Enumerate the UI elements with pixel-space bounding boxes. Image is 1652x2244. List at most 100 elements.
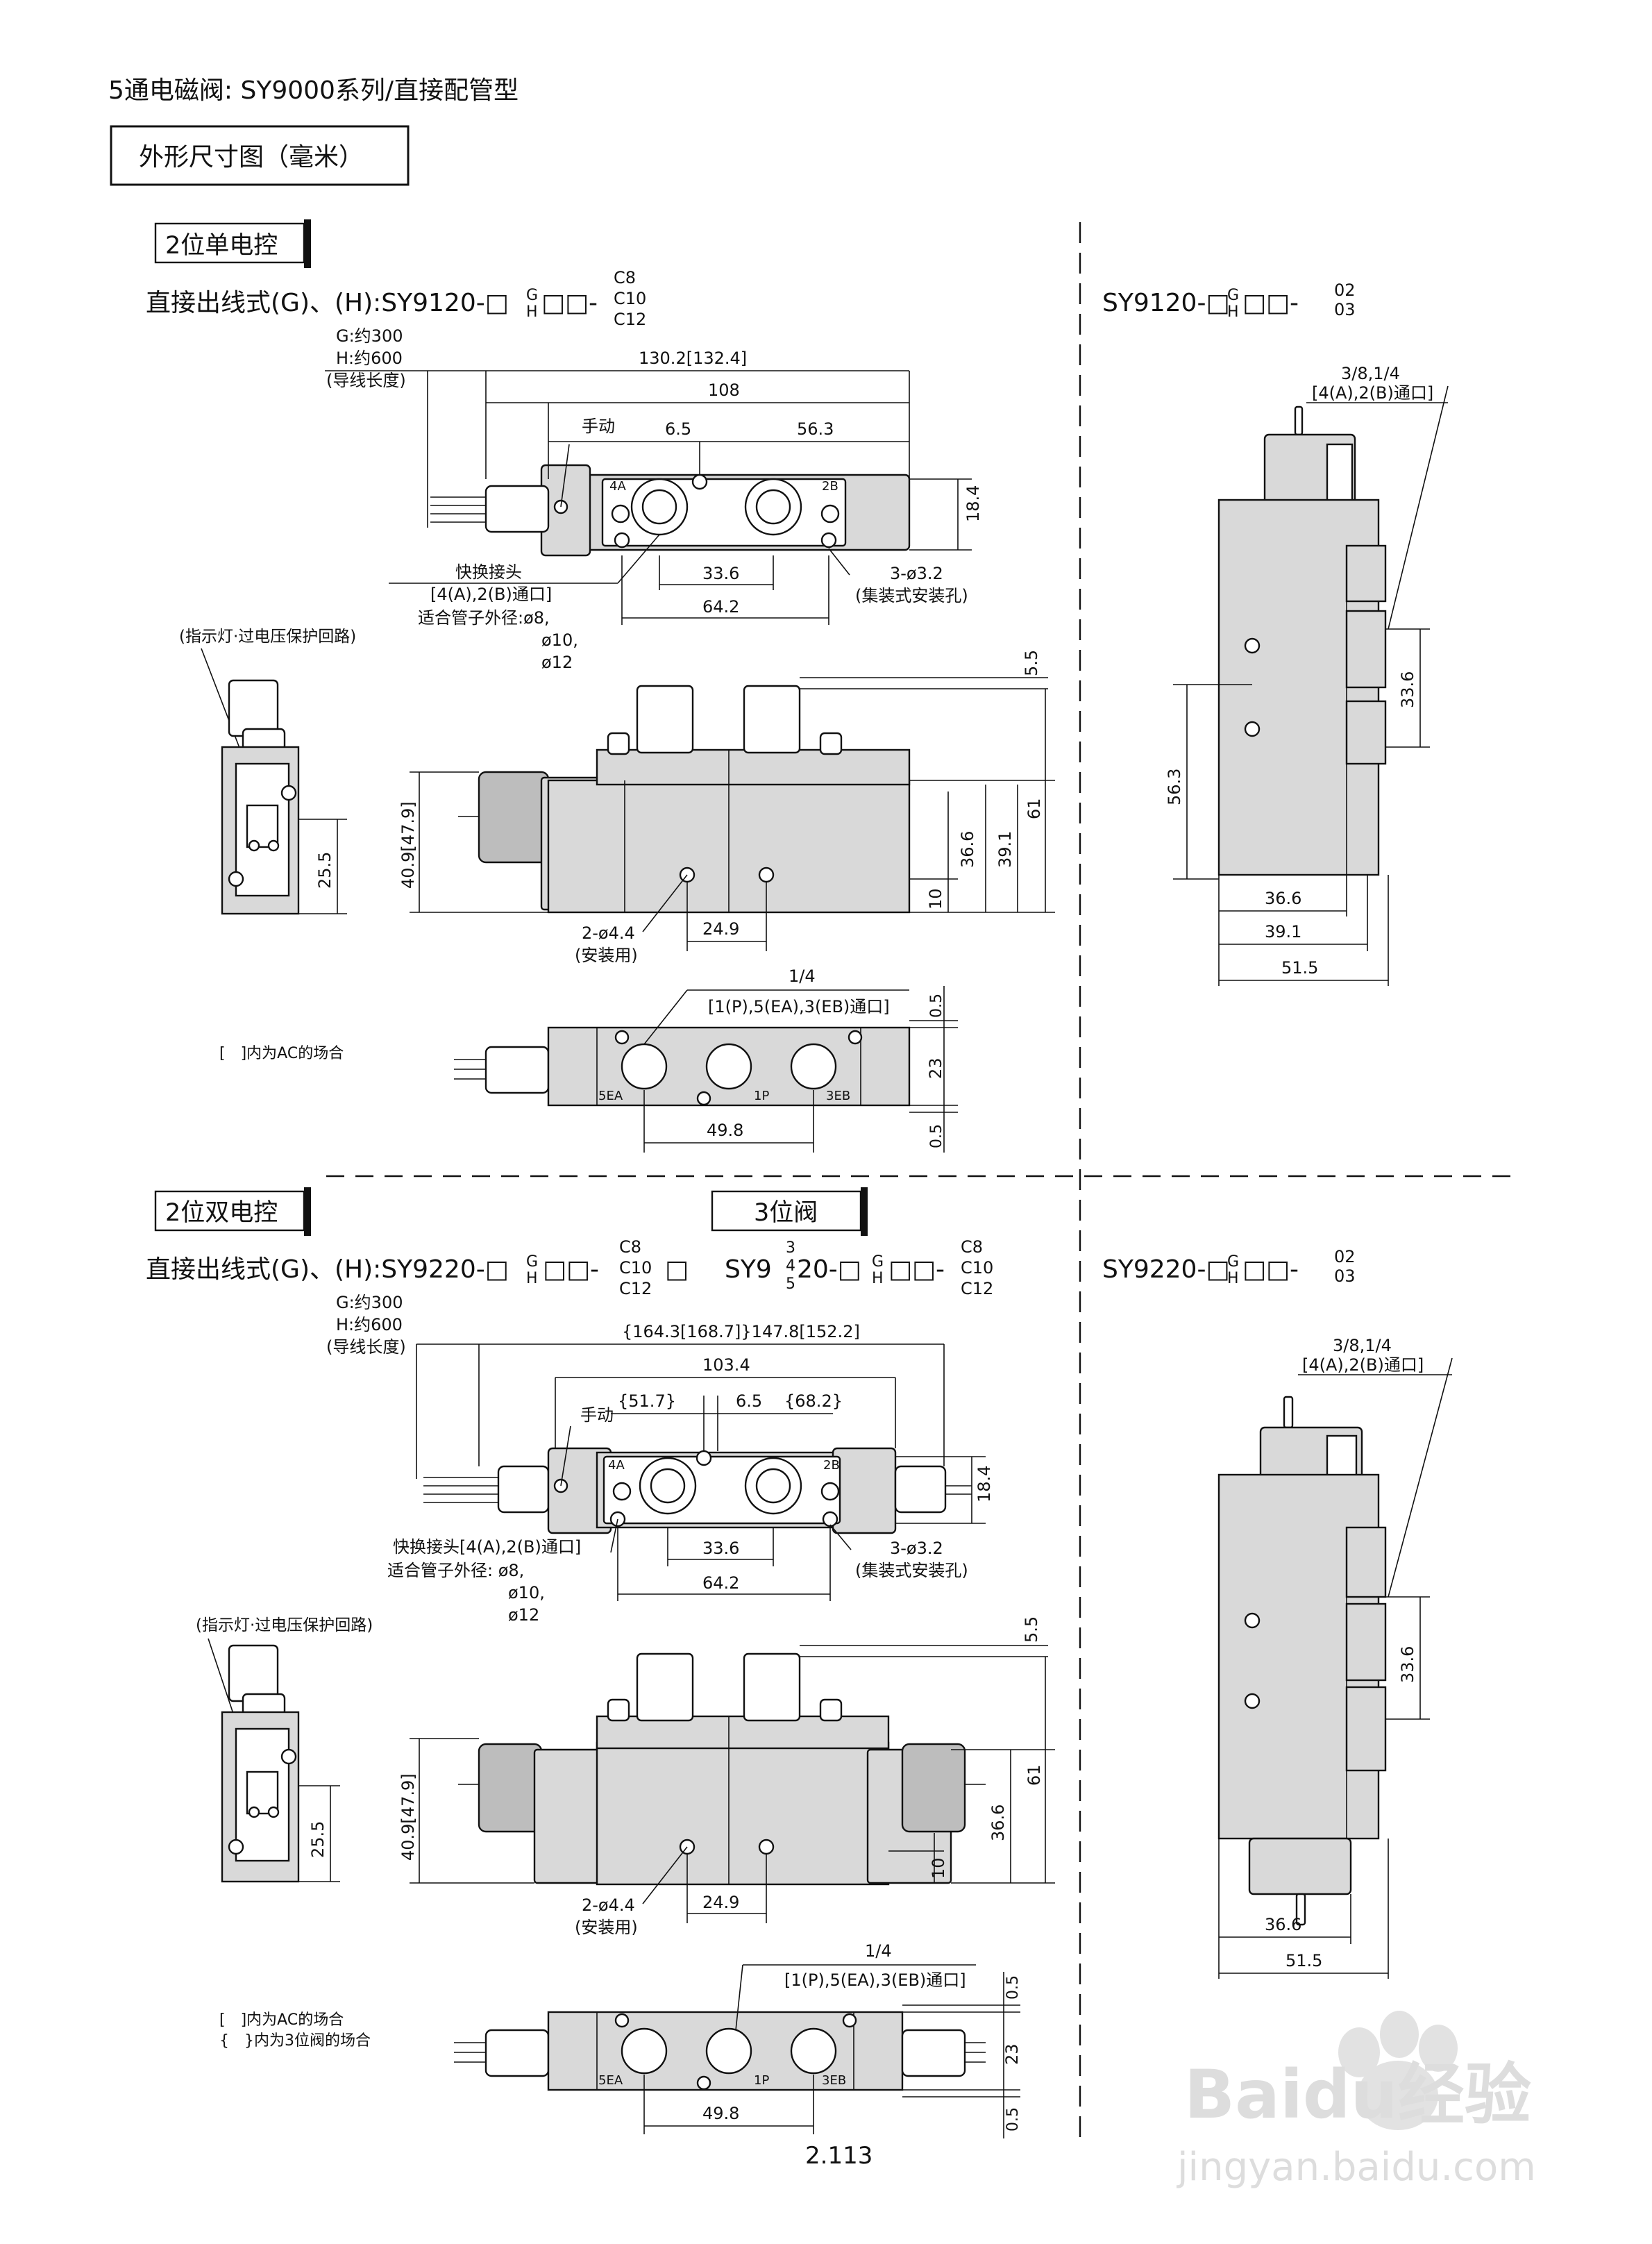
model-code-single-right: SY9120-□ G H □□- 02 03 xyxy=(1102,280,1356,321)
dims-front-double xyxy=(410,1645,1055,1923)
model-single-sq: □□- xyxy=(541,289,598,317)
holes3-label-single: 3-ø3.2 xyxy=(890,564,943,583)
dim-overall-double: {164.3[168.7]}147.8[152.2] xyxy=(622,1322,860,1341)
label-manual-single: 手动 xyxy=(582,417,615,436)
fitting-label-5-single: ø12 xyxy=(541,653,573,672)
dims-single-right xyxy=(1173,385,1449,986)
port-double-right: 3/8,1/4 xyxy=(1333,1336,1392,1355)
watermark-text: Baidu经验 xyxy=(1184,2056,1531,2134)
lead-length-g-double: G:约300 xyxy=(336,1293,403,1312)
dim-36-6-double-right: 36.6 xyxy=(1265,1915,1301,1934)
end-view-double xyxy=(221,1644,340,1883)
dims-front-single xyxy=(410,677,1055,951)
model-double-box: □ xyxy=(665,1255,689,1284)
bottom-view-single xyxy=(454,1026,911,1107)
holes3-note-double: (集装式安装孔) xyxy=(855,1561,968,1580)
port-1-4-double: 1/4 xyxy=(865,1941,892,1961)
end-view-single xyxy=(221,679,347,915)
bottom-view-double xyxy=(454,2011,986,2091)
dim-18-4-double: 18.4 xyxy=(975,1466,994,1502)
model-single-right-opt1: 02 xyxy=(1334,280,1356,300)
dim-24-9-single: 24.9 xyxy=(702,919,739,939)
section-box-label: 外形尺寸图（毫米） xyxy=(139,143,364,171)
dims-top-double xyxy=(416,1343,986,1601)
tab-single-label: 2位单电控 xyxy=(165,232,278,260)
dim-10-double: 10 xyxy=(929,1857,948,1879)
holes2-note-single: (安装用) xyxy=(575,946,638,965)
dim-5-5-double: 5.5 xyxy=(1022,1616,1041,1643)
holes2-note-double: (安装用) xyxy=(575,1918,638,1937)
dim-56-3-single-right: 56.3 xyxy=(1165,769,1184,805)
port-1p-single: 1P xyxy=(754,1089,769,1103)
model-double-sq: □□- xyxy=(543,1255,599,1284)
holes3-note-single: (集装式安装孔) xyxy=(855,586,968,605)
dim-40-9-single: 40.9[47.9] xyxy=(398,801,418,889)
page-title: 5通电磁阀: SY9000系列/直接配管型 xyxy=(108,76,519,105)
port-single-right: 3/8,1/4 xyxy=(1341,364,1400,383)
port-label-double-right: [4(A),2(B)通口] xyxy=(1302,1355,1424,1375)
port-5ea-double: 5EA xyxy=(598,2073,623,2088)
dims-bottom-double xyxy=(643,1964,1020,2138)
holes2-label-single: 2-ø4.4 xyxy=(582,923,635,943)
model-double-right-sq: □□- xyxy=(1242,1255,1299,1284)
dim-0-5a-single: 0.5 xyxy=(928,994,945,1018)
lead-length-label: (导线长度) xyxy=(326,371,406,390)
dims-bottom-single xyxy=(643,986,958,1153)
fitting-label-1-double: 快换接头[4(A),2(B)通口] xyxy=(393,1537,581,1557)
dim-0-5b-double: 0.5 xyxy=(1004,2107,1022,2132)
side-view-double-right xyxy=(1217,1396,1387,1926)
dim-51-7-double: {51.7} xyxy=(618,1391,676,1411)
model-double-right-opt2: 03 xyxy=(1334,1266,1356,1286)
dim-23-single: 23 xyxy=(926,1057,945,1079)
dim-108-single: 108 xyxy=(708,380,740,400)
dim-64-2-double: 64.2 xyxy=(702,1573,739,1593)
model-double-right-h: H xyxy=(1227,1270,1239,1287)
model-single-right-main: SY9120-□ xyxy=(1102,289,1229,317)
model-double-right-main: SY9220-□ xyxy=(1102,1255,1229,1284)
model-single-main: 直接出线式(G)、(H):SY9120-□ xyxy=(146,289,509,317)
section-box: 外形尺寸图（毫米） xyxy=(110,125,410,186)
port-4a-single: 4A xyxy=(609,479,626,494)
dim-5-5-single: 5.5 xyxy=(1022,650,1041,676)
fitting-label-2-single: [4(A),2(B)通口] xyxy=(430,585,552,604)
front-view-double xyxy=(458,1652,986,1886)
fitting-label-3-single: 适合管子外径:ø8, xyxy=(418,608,550,628)
port-1p-double: 1P xyxy=(754,2073,769,2088)
model-single-g: G xyxy=(526,287,538,304)
holes2-label-double: 2-ø4.4 xyxy=(582,1895,635,1915)
model-3pos-g: G xyxy=(872,1253,884,1271)
port-1-4-single: 1/4 xyxy=(789,966,816,986)
indicator-label-double: (指示灯·过电压保护回路) xyxy=(196,1616,373,1634)
model-single-opt2: C10 xyxy=(614,289,646,308)
fitting-label-3-double: ø10, xyxy=(508,1583,545,1602)
tab-3-position: 3位阀 xyxy=(711,1187,868,1236)
dim-23-double: 23 xyxy=(1002,2043,1022,2065)
dim-10-single: 10 xyxy=(926,888,945,910)
model-double-right-g: G xyxy=(1227,1253,1239,1271)
lead-length-label-double: (导线长度) xyxy=(326,1337,406,1357)
model-3pos-post: 20-□ xyxy=(797,1255,861,1284)
port-2b-double: 2B xyxy=(823,1458,840,1473)
model-single-right-g: G xyxy=(1227,287,1239,304)
page-number: 2.113 xyxy=(805,2142,873,2170)
dim-0-5a-double: 0.5 xyxy=(1004,1975,1022,2000)
lead-length-h: H:约600 xyxy=(336,349,403,368)
model-double-opt1: C8 xyxy=(619,1237,641,1257)
port-4a-double: 4A xyxy=(608,1458,625,1473)
model-single-right-opt2: 03 xyxy=(1334,300,1356,319)
dim-0-5b-single: 0.5 xyxy=(928,1124,945,1148)
model-3pos-opt3: C12 xyxy=(961,1279,993,1298)
dim-61-single: 61 xyxy=(1025,798,1044,819)
dim-33-6-double-right: 33.6 xyxy=(1398,1646,1417,1683)
model-single-opt3: C12 xyxy=(614,310,646,329)
port-label-single-right: [4(A),2(B)通口] xyxy=(1312,383,1433,403)
dim-25-5-double: 25.5 xyxy=(308,1821,328,1858)
port-2b-single: 2B xyxy=(822,479,838,494)
port-label-double: [1(P),5(EA),3(EB)通口] xyxy=(784,1970,966,1990)
model-double-main: 直接出线式(G)、(H):SY9220-□ xyxy=(146,1255,509,1284)
tab-double-label: 2位双电控 xyxy=(165,1199,278,1227)
lead-length-h-double: H:约600 xyxy=(336,1315,403,1334)
model-code-single: 直接出线式(G)、(H):SY9120-□ G H □□- C8 C10 C12 xyxy=(146,268,646,329)
fitting-label-1-single: 快换接头 xyxy=(455,562,522,582)
